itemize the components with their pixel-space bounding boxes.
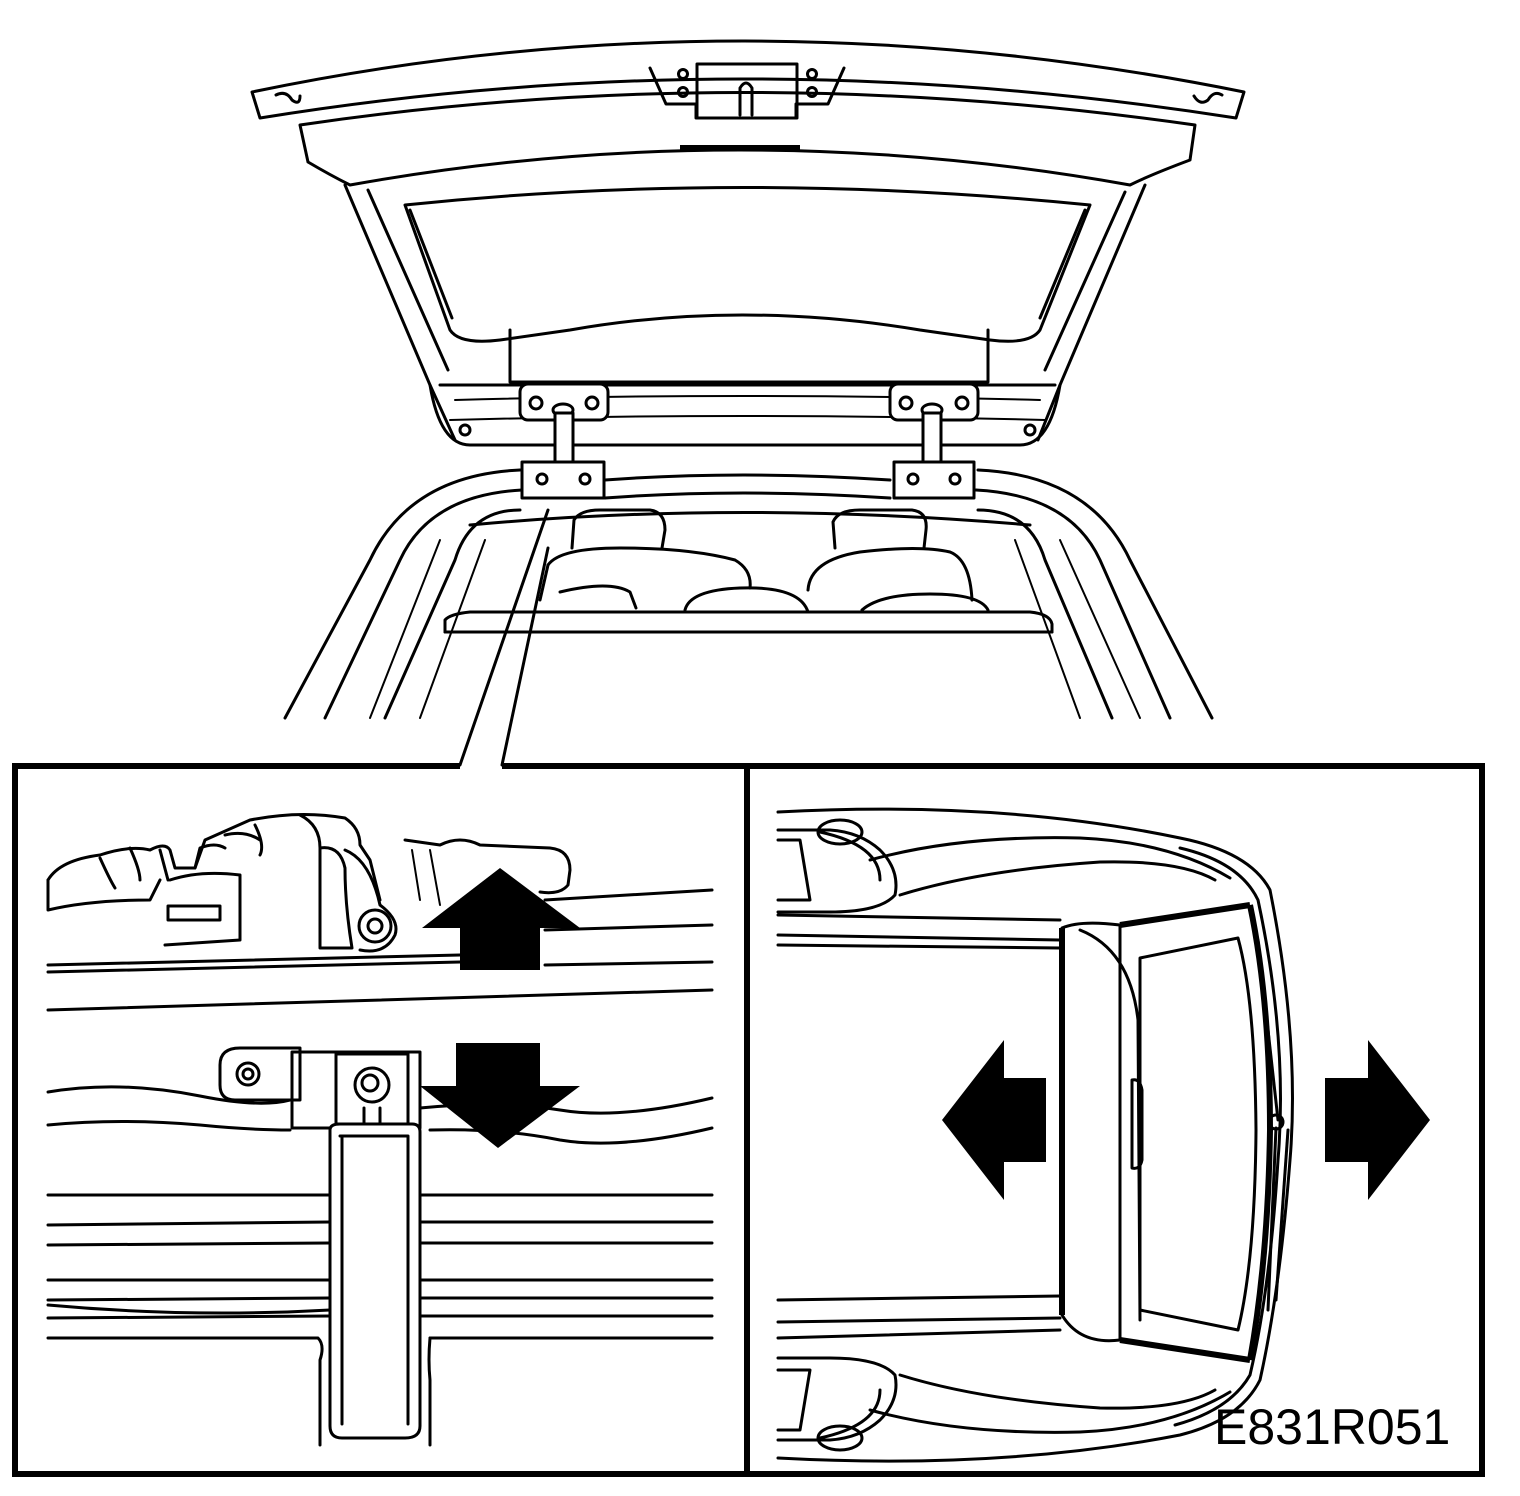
detail-left-hinge-panel: [46, 812, 714, 1447]
overview-car-illustration: [250, 39, 1246, 767]
arrow-down-icon: [420, 1043, 580, 1148]
hinge-left-icon: [518, 382, 610, 500]
hinge-right-icon: [888, 382, 980, 500]
arrow-up-icon: [422, 868, 580, 970]
detail-right-topview-panel: [776, 807, 1294, 1463]
arrow-left-icon: [942, 1040, 1046, 1200]
detail-frame: [12, 763, 1485, 1477]
figure-reference-code: E831R051: [1214, 1399, 1451, 1455]
arrow-right-icon: [1325, 1040, 1430, 1200]
